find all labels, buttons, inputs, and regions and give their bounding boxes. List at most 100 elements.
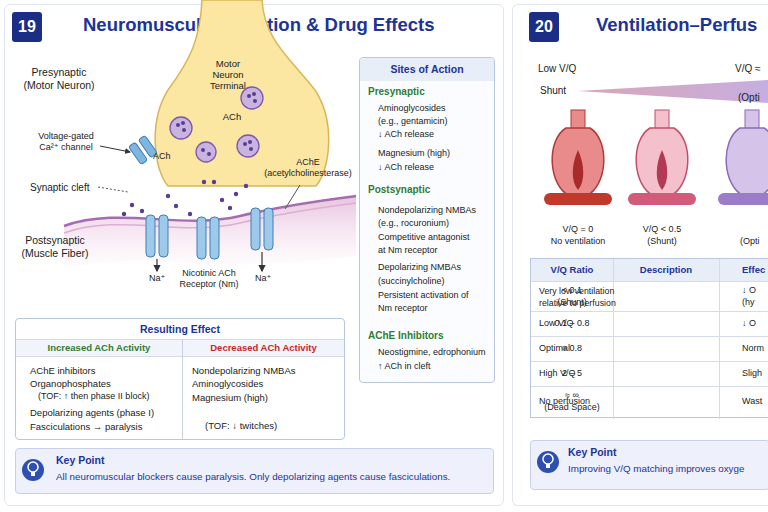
effect-text: Resulting Effect (16, 323, 344, 336)
effect-text: Increased ACh Activity (16, 342, 182, 354)
info-text: Presynaptic (368, 85, 425, 98)
table-rule (531, 311, 768, 312)
effect-text: Decreased ACh Activity (183, 342, 344, 354)
receptor-symbol (146, 208, 273, 259)
ion-arrow (261, 252, 262, 271)
terminal-label: ACh (215, 111, 249, 123)
table-rule (531, 336, 768, 337)
bulb-icon (22, 451, 559, 481)
table-rule (16, 356, 345, 357)
info-text: Sites of Action (360, 58, 494, 81)
table-cell: Low V/Q (539, 318, 574, 329)
info-text: Aminoglycosides (378, 103, 446, 114)
info-text: Postsynaptic (368, 183, 430, 196)
scale-label: (Opti (738, 91, 760, 104)
table-rule (719, 259, 720, 419)
info-text: Magnesium (high) (378, 148, 450, 159)
membrane-edge (64, 203, 356, 233)
alveolus-label: (Shunt) (630, 236, 694, 247)
table-cell: Description (613, 264, 719, 276)
table-rule (16, 339, 345, 340)
table-cell: ↓ O (742, 285, 756, 296)
panel-title: Ventilation–Perfus (596, 13, 757, 36)
effect-table: Resulting EffectIncreased ACh ActivityDe… (15, 318, 345, 440)
info-text: Nondepolarizing NMBAs (378, 205, 476, 216)
info-text: Neostigmine, edrophonium (378, 347, 486, 358)
info-text: Competitive antagonist at Nm receptor (378, 231, 474, 257)
table-cell: (hy (742, 297, 755, 308)
ion-arrow (156, 259, 157, 271)
part-label: Nicotinic ACh Receptor (Nm) (176, 268, 242, 290)
table-cell: V/Q Ratio (531, 264, 613, 276)
info-box: Sites of ActionPresynapticAminoglycoside… (359, 57, 495, 383)
effect-text: AChE inhibitors (30, 365, 95, 377)
info-text: (e.g., gentamicin) (378, 116, 448, 127)
key-point-text: Key Point (568, 446, 616, 459)
table-cell: Norm (742, 343, 764, 354)
table-rule (182, 339, 183, 440)
part-label: Postsynaptic (Muscle Fiber) (15, 234, 95, 260)
terminal-label: Motor Neuron Terminal (206, 58, 250, 91)
table-rule (613, 259, 614, 419)
alveolus-label: (Opti (740, 236, 760, 247)
number-badge: 19 (12, 12, 42, 42)
effect-text: Magnesium (high) (192, 392, 268, 404)
effect-text: (TOF: ↑ then phase II block) (38, 391, 149, 402)
table-cell: High V/Q (539, 368, 576, 379)
leader-line (98, 187, 128, 192)
info-text: (succinylcholine) (378, 276, 445, 287)
scale-label: Shunt (540, 84, 566, 97)
table-cell: Wast (742, 396, 762, 407)
alveolus-label: No ventilation (541, 236, 615, 247)
table-cell: Optimal (539, 343, 570, 354)
effect-text: Fasciculations → paralysis (30, 421, 142, 433)
leader-line (100, 146, 130, 152)
part-label: Presynaptic (Motor Neuron) (19, 66, 99, 92)
scale-label: Low V/Q (538, 62, 576, 75)
info-text: ↑ ACh in cleft (378, 361, 431, 372)
info-text: (e.g., rocuronium) (378, 218, 449, 229)
leader-line (285, 185, 300, 209)
ach-molecule (122, 92, 257, 216)
key-point-box: Key PointAll neuromuscular blockers caus… (15, 448, 494, 494)
badge-number: 20 (529, 12, 559, 42)
effect-text: Depolarizing agents (phase I) (30, 407, 154, 419)
ion-label: Na⁺ (255, 273, 271, 284)
alveolus-label: V/Q = 0 (548, 224, 608, 235)
table-rule (531, 361, 768, 362)
part-label: Voltage-gated Ca²⁺ channel (31, 131, 101, 153)
molecule-label: ACh (153, 151, 171, 162)
membrane-edge (64, 196, 356, 226)
info-text: AChE Inhibitors (368, 329, 444, 342)
key-point-box: Key PointImproving V/Q matching improves… (530, 440, 768, 490)
table-cell: Effec (742, 264, 765, 276)
muscle-membrane (64, 196, 356, 268)
key-point-text: Key Point (56, 454, 104, 467)
table-rule (531, 386, 768, 387)
vq-wedge (578, 80, 768, 103)
part-label: AChE (acetylcholinesterase) (256, 157, 360, 179)
effect-text: Aminoglycosides (192, 378, 263, 390)
effect-text: Organophosphates (30, 378, 111, 390)
info-text: ↓ ACh release (378, 162, 434, 173)
alveolus (544, 110, 768, 205)
table-cell: Very low ventilation relative to perfusi… (539, 285, 637, 309)
scale-label: V/Q ≈ (735, 62, 761, 75)
alveolus-label: V/Q < 0.5 (630, 224, 694, 235)
key-point-text: Improving V/Q matching improves oxyge (568, 463, 744, 475)
number-badge: 20 (529, 12, 559, 42)
table-cell: ↓ O (742, 318, 756, 329)
table-cell: No perfusion (539, 396, 590, 407)
info-text: Depolarizing NMBAs (378, 262, 461, 273)
vesicle (170, 87, 263, 162)
badge-number: 19 (12, 12, 42, 42)
key-point-text: All neuromuscular blockers cause paralys… (56, 471, 450, 483)
info-text: Persistent activation of Nm receptor (378, 289, 474, 315)
ion-label: Na⁺ (149, 273, 165, 284)
table-cell: Sligh (742, 368, 762, 379)
ratio-table: V/Q RatioDescriptionEffec< 0.1(Shunt)Ver… (530, 258, 768, 418)
info-text: ↓ ACh release (378, 129, 434, 140)
panel-card: Ventilation–Perfus 20V/Q RatioDescription… (512, 4, 768, 506)
